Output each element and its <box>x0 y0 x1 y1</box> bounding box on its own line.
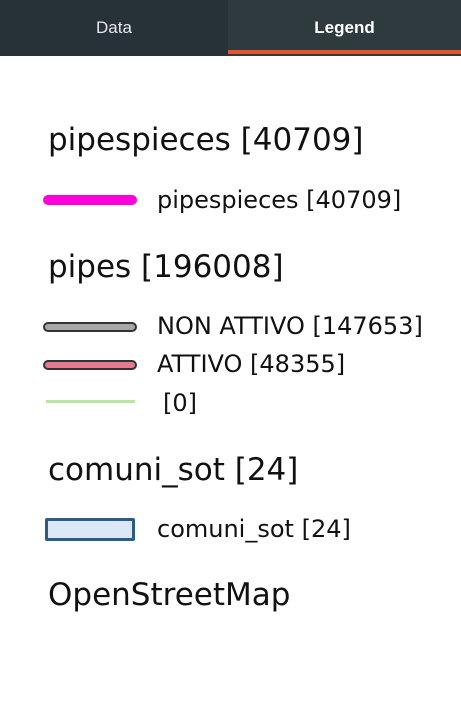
legend-group-title-pipes: pipes [196008] <box>48 249 284 285</box>
legend-swatch-non-attivo <box>43 322 137 332</box>
legend-group-title-openstreetmap: OpenStreetMap <box>48 577 291 613</box>
legend-entry-label-pipespieces: pipespieces [40709] <box>157 186 402 214</box>
tab-legend-label: Legend <box>314 18 375 37</box>
legend-entry-label-empty-category: [0] <box>163 389 197 417</box>
legend-panel: pipespieces [40709] pipespieces [40709] … <box>0 56 461 709</box>
legend-group-title-comuni-sot: comuni_sot [24] <box>48 452 299 488</box>
legend-swatch-attivo <box>43 360 137 370</box>
legend-entry-label-attivo: ATTIVO [48355] <box>157 350 346 378</box>
tab-data[interactable]: Data <box>0 0 228 56</box>
legend-entry-label-comuni-sot: comuni_sot [24] <box>157 515 351 543</box>
legend-entry-label-non-attivo: NON ATTIVO [147653] <box>157 312 423 340</box>
legend-group-title-pipespieces: pipespieces [40709] <box>48 122 364 158</box>
tab-bar: Data Legend <box>0 0 461 56</box>
legend-swatch-pipespieces <box>43 195 137 205</box>
active-tab-indicator <box>228 50 461 54</box>
tab-data-label: Data <box>96 18 132 37</box>
legend-swatch-empty-category <box>46 400 135 403</box>
tab-legend[interactable]: Legend <box>228 0 461 56</box>
legend-swatch-comuni-sot <box>45 518 135 541</box>
